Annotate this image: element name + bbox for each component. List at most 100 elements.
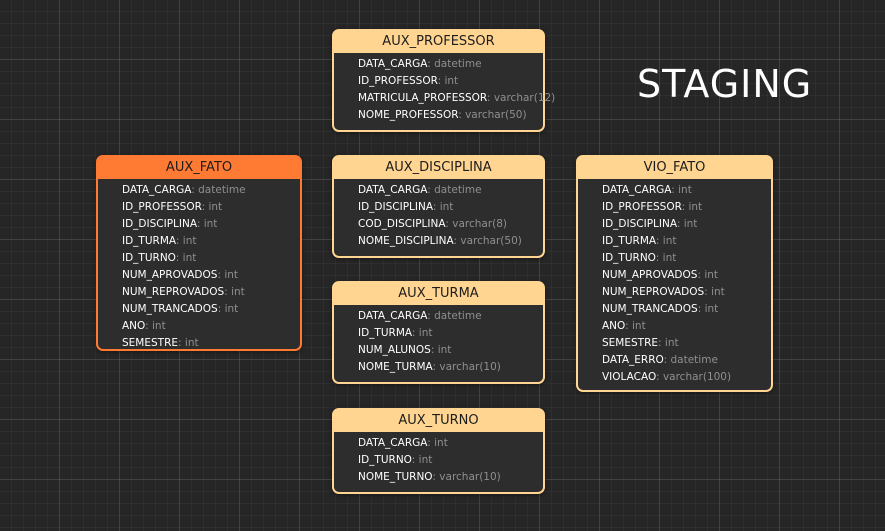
field-separator: : xyxy=(437,75,445,87)
field-name: ID_PROFESSOR xyxy=(122,201,202,213)
field-separator: : xyxy=(655,252,663,264)
field-separator: : xyxy=(201,201,209,213)
field-separator: : xyxy=(432,361,440,373)
field-row[interactable]: NOME_DISCIPLINA: varchar(50) xyxy=(334,233,543,250)
field-separator: : xyxy=(432,201,440,213)
field-name: ID_TURNO xyxy=(602,252,656,264)
field-type: int xyxy=(182,252,197,264)
field-row[interactable]: NOME_PROFESSOR: varchar(50) xyxy=(334,107,543,124)
field-name: NUM_APROVADOS xyxy=(122,269,218,281)
field-row[interactable]: COD_DISCIPLINA: varchar(8) xyxy=(334,216,543,233)
field-type: datetime xyxy=(434,310,482,322)
field-row[interactable]: NUM_REPROVADOS: int xyxy=(578,284,771,301)
field-row[interactable]: NUM_APROVADOS: int xyxy=(578,267,771,284)
field-row[interactable]: DATA_CARGA: datetime xyxy=(334,182,543,199)
field-name: MATRICULA_PROFESSOR xyxy=(358,92,487,104)
field-row[interactable]: ID_TURNO: int xyxy=(578,250,771,267)
field-type: varchar(50) xyxy=(460,235,522,247)
field-row[interactable]: NUM_TRANCADOS: int xyxy=(98,301,300,318)
entity-title: VIO_FATO xyxy=(578,157,771,179)
field-type: int xyxy=(208,201,223,213)
field-separator: : xyxy=(191,184,199,196)
field-name: NUM_REPROVADOS xyxy=(122,286,225,298)
field-row[interactable]: DATA_CARGA: datetime xyxy=(98,182,300,199)
field-row[interactable]: ANO: int xyxy=(98,318,300,335)
field-name: ID_PROFESSOR xyxy=(602,201,682,213)
field-name: NOME_PROFESSOR xyxy=(358,109,459,121)
field-name: DATA_CARGA xyxy=(122,184,192,196)
field-type: int xyxy=(224,269,239,281)
field-row[interactable]: ANO: int xyxy=(578,318,771,335)
field-separator: : xyxy=(486,92,494,104)
field-row[interactable]: NUM_ALUNOS: int xyxy=(334,342,543,359)
field-separator: : xyxy=(671,184,679,196)
field-name: NOME_DISCIPLINA xyxy=(358,235,454,247)
field-name: NUM_TRANCADOS xyxy=(602,303,698,315)
field-type: datetime xyxy=(198,184,246,196)
field-row[interactable]: DATA_CARGA: int xyxy=(334,435,543,452)
field-row[interactable]: ID_TURMA: int xyxy=(334,325,543,342)
field-row[interactable]: SEMESTRE: int xyxy=(98,335,300,352)
field-row[interactable]: ID_DISCIPLINA: int xyxy=(578,216,771,233)
field-type: int xyxy=(224,303,239,315)
field-row[interactable]: ID_TURMA: int xyxy=(98,233,300,250)
field-row[interactable]: NOME_TURMA: varchar(10) xyxy=(334,359,543,376)
field-separator: : xyxy=(430,344,438,356)
field-type: int xyxy=(231,286,245,298)
field-row[interactable]: ID_TURNO: int xyxy=(98,250,300,267)
field-name: DATA_CARGA xyxy=(358,310,428,322)
field-type: datetime xyxy=(670,354,718,366)
field-separator: : xyxy=(411,454,419,466)
field-row[interactable]: ID_TURNO: int xyxy=(334,452,543,469)
field-type: int xyxy=(434,437,448,449)
field-row[interactable]: VIOLACAO: varchar(100) xyxy=(578,369,771,386)
field-separator: : xyxy=(625,320,633,332)
field-separator: : xyxy=(427,58,435,70)
field-row[interactable]: ID_TURMA: int xyxy=(578,233,771,250)
field-type: int xyxy=(184,337,199,349)
field-row[interactable]: NUM_APROVADOS: int xyxy=(98,267,300,284)
field-row[interactable]: ID_PROFESSOR: int xyxy=(98,199,300,216)
field-row[interactable]: NOME_TURNO: varchar(10) xyxy=(334,469,543,486)
field-row[interactable]: DATA_ERRO: datetime xyxy=(578,352,771,369)
field-separator: : xyxy=(427,310,435,322)
field-row[interactable]: NUM_TRANCADOS: int xyxy=(578,301,771,318)
field-row[interactable]: ID_DISCIPLINA: int xyxy=(98,216,300,233)
field-row[interactable]: DATA_CARGA: datetime xyxy=(334,308,543,325)
field-type: varchar(50) xyxy=(465,109,527,121)
field-name: ID_TURNO xyxy=(358,454,412,466)
field-name: ID_TURNO xyxy=(122,252,176,264)
field-type: int xyxy=(418,327,433,339)
field-row[interactable]: DATA_CARGA: datetime xyxy=(334,56,543,73)
field-row[interactable]: ID_PROFESSOR: int xyxy=(578,199,771,216)
field-type: int xyxy=(683,218,698,230)
field-name: ID_TURMA xyxy=(122,235,176,247)
field-separator: : xyxy=(427,184,435,196)
field-separator: : xyxy=(658,337,665,349)
field-row[interactable]: DATA_CARGA: int xyxy=(578,182,771,199)
field-type: int xyxy=(182,235,197,247)
field-row[interactable]: ID_DISCIPLINA: int xyxy=(334,199,543,216)
field-row[interactable]: NUM_REPROVADOS: int xyxy=(98,284,300,301)
field-name: ID_DISCIPLINA xyxy=(602,218,677,230)
field-separator: : xyxy=(697,303,705,315)
field-separator: : xyxy=(217,303,225,315)
field-type: varchar(100) xyxy=(662,371,732,383)
field-row[interactable]: SEMESTRE: int xyxy=(578,335,771,352)
field-separator: : xyxy=(196,218,204,230)
field-separator: : xyxy=(411,327,419,339)
field-name: NOME_TURNO xyxy=(358,471,433,483)
field-row[interactable]: MATRICULA_PROFESSOR: varchar(12) xyxy=(334,90,555,107)
field-separator: : xyxy=(458,109,466,121)
field-name: DATA_CARGA xyxy=(602,184,672,196)
field-type: int xyxy=(418,454,433,466)
field-row[interactable]: ID_PROFESSOR: int xyxy=(334,73,543,90)
